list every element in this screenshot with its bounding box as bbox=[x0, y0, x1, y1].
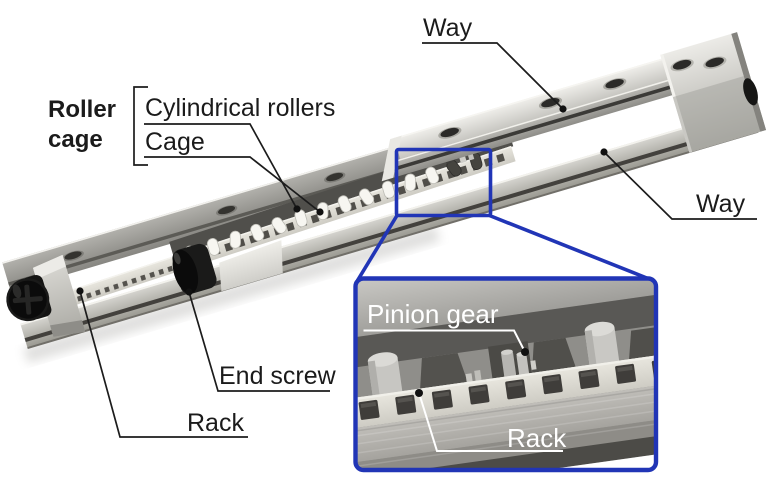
inset-rack-strip bbox=[355, 350, 657, 433]
left-end-cap bbox=[6, 254, 86, 337]
inset-rack-holes bbox=[358, 358, 657, 420]
inset-rollers-row bbox=[367, 321, 657, 396]
leader-way-right bbox=[603, 151, 757, 220]
leader-dot-rack bbox=[76, 287, 84, 295]
label-roller-cage-line2: cage bbox=[48, 126, 103, 153]
label-rack: Rack bbox=[187, 409, 244, 437]
inset-dark-roller bbox=[629, 325, 657, 360]
inset-light-roller bbox=[584, 321, 620, 365]
lower-way-end-face bbox=[219, 240, 283, 292]
label-way-top: Way bbox=[423, 14, 473, 42]
label-inset-rack: Rack bbox=[507, 423, 567, 453]
leader-dot-way-top bbox=[559, 105, 567, 113]
label-pinion-gear: Pinion gear bbox=[367, 299, 499, 329]
label-cylindrical-rollers: Cylindrical rollers bbox=[145, 94, 335, 122]
leader-dot-inset-rack bbox=[415, 389, 423, 397]
inset-light-roller bbox=[367, 352, 403, 396]
leader-dot-cage bbox=[316, 208, 324, 216]
rail-shadow bbox=[23, 225, 441, 364]
end-screw-part bbox=[172, 243, 217, 295]
back-way-holes bbox=[62, 172, 346, 262]
zoom-source-rect bbox=[394, 147, 493, 218]
leader-dot-way-right bbox=[600, 148, 608, 156]
inset-border bbox=[353, 276, 659, 473]
leader-dot-pinion-gear bbox=[521, 348, 529, 356]
label-way-right: Way bbox=[696, 190, 746, 218]
leader-way-top bbox=[422, 42, 564, 110]
callouts: Way Roller cage Cylindrical rollers Cage… bbox=[48, 14, 757, 453]
label-roller-cage-line1: Roller bbox=[48, 96, 116, 123]
end-block-holes bbox=[670, 56, 727, 72]
inset-zoom-view bbox=[353, 276, 659, 473]
leader-dot-end-screw bbox=[185, 288, 193, 296]
roller-cage-bracket bbox=[133, 86, 148, 166]
label-cage: Cage bbox=[145, 128, 205, 156]
inset-pinion-gear bbox=[465, 341, 537, 384]
right-end-block bbox=[660, 32, 767, 153]
inset-scene bbox=[355, 278, 657, 471]
inset-dark-roller bbox=[532, 337, 576, 373]
right-end-screw bbox=[743, 78, 758, 106]
leader-cage bbox=[144, 156, 321, 213]
leader-end-screw bbox=[188, 291, 330, 392]
zoom-connector-right bbox=[488, 213, 654, 283]
leader-rack bbox=[79, 290, 248, 438]
label-end-screw: End screw bbox=[219, 362, 337, 390]
zoom-connector-left bbox=[355, 214, 399, 282]
leader-dot-cylindrical-rollers bbox=[293, 205, 301, 213]
leader-inset-rack bbox=[418, 392, 563, 452]
inset-brushed-streaks bbox=[355, 381, 657, 471]
upper-way-end-cut bbox=[381, 135, 402, 182]
leader-pinion-gear bbox=[363, 329, 526, 353]
inset-dark-roller bbox=[420, 353, 468, 389]
upper-way-holes bbox=[438, 78, 627, 139]
phillips-screw-head bbox=[6, 275, 52, 322]
phillips-cross-icon bbox=[12, 284, 43, 315]
